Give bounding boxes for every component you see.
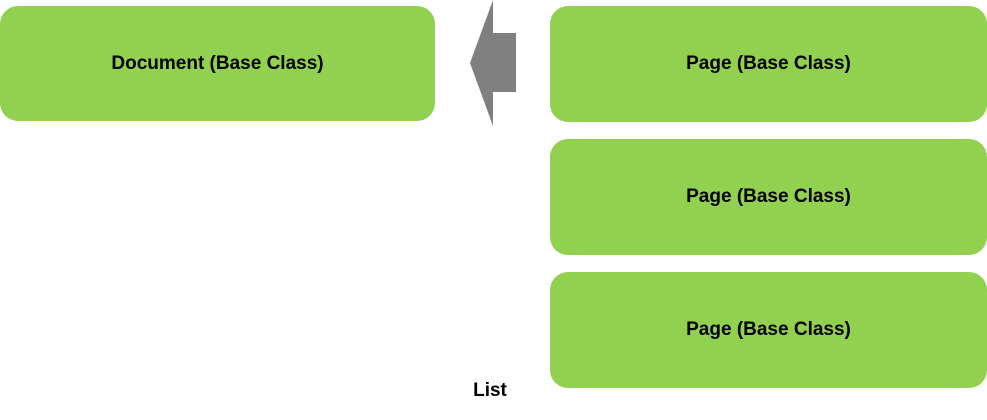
page-base-class-box: Page (Base Class) bbox=[550, 6, 987, 122]
page-box-label: Page (Base Class) bbox=[686, 53, 851, 74]
document-box-label: Document (Base Class) bbox=[111, 52, 324, 74]
document-base-class-box: Document (Base Class) bbox=[0, 6, 435, 121]
arrow-shape bbox=[470, 0, 516, 126]
page-base-class-box: Page (Base Class) bbox=[550, 139, 987, 255]
left-block-arrow-icon bbox=[470, 0, 516, 126]
page-base-class-box: Page (Base Class) bbox=[550, 272, 987, 388]
list-label: List bbox=[473, 380, 507, 401]
page-box-label: Page (Base Class) bbox=[686, 186, 851, 207]
page-box-label: Page (Base Class) bbox=[686, 319, 851, 340]
